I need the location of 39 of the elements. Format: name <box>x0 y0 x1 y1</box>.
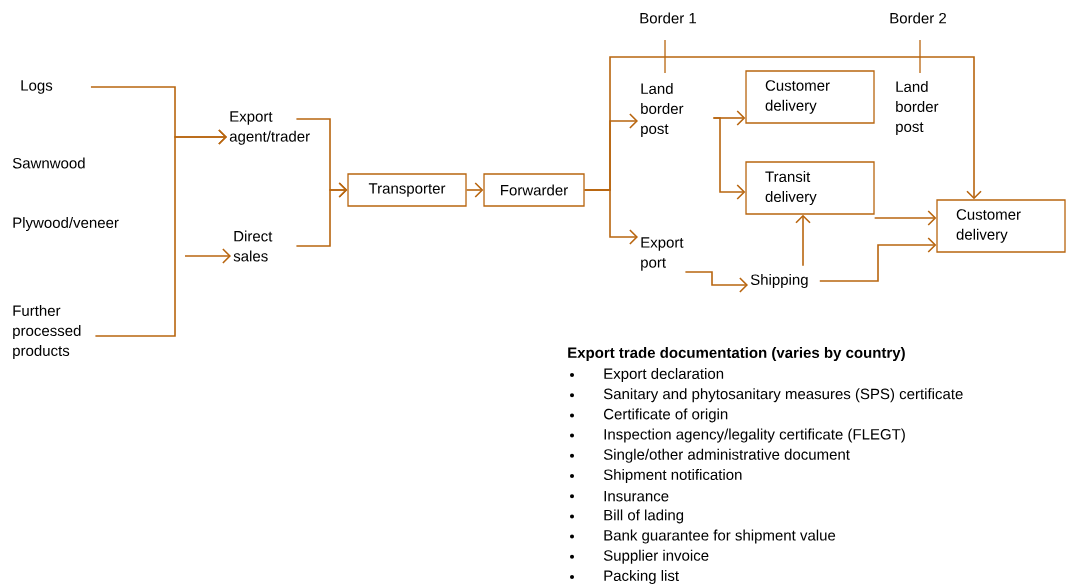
list-item: Single/other administrative document <box>603 448 850 463</box>
arrow <box>684 271 748 293</box>
process-box: Customer delivery <box>936 199 1066 253</box>
process-box: Transit delivery <box>745 161 875 215</box>
list-item: Shipment notification <box>603 469 742 483</box>
flow-label: Export port <box>641 237 684 271</box>
list-item: Bank guarantee for shipment value <box>604 529 836 544</box>
arrow <box>583 56 982 200</box>
flow-label: Land border post <box>896 81 939 135</box>
arrow <box>184 248 231 264</box>
flow-label: Sawnwood <box>12 157 85 169</box>
flow-label: Logs <box>21 80 53 94</box>
flow-label: Further processed products <box>13 305 81 359</box>
list-item: Insurance <box>604 490 669 502</box>
flow-label: Export agent/trader <box>229 111 310 145</box>
arrow <box>795 214 811 267</box>
list-item: Supplier invoice <box>603 549 709 564</box>
list-item: Packing list <box>604 570 679 584</box>
list-item: Certificate of origin <box>604 408 728 423</box>
list-item: Export declaration <box>604 368 724 382</box>
arrow <box>873 210 937 226</box>
process-box: Forwarder <box>483 173 585 207</box>
list-item: Bill of lading <box>604 509 684 524</box>
arrow <box>295 182 348 247</box>
arrow <box>712 117 746 200</box>
process-box: Transporter <box>347 173 467 207</box>
arrow <box>819 237 937 282</box>
list-item: Sanitary and phytosanitary measures (SPS) certificate <box>603 388 963 403</box>
arrow <box>465 182 484 198</box>
border-label: Border 2 <box>890 12 946 24</box>
flow-label: Land border post <box>641 83 684 137</box>
flow-label: Shipping <box>750 274 808 288</box>
list-heading: Export trade documentation (varies by country) <box>568 347 905 361</box>
process-box: Customer delivery <box>745 70 875 124</box>
arrow <box>94 129 227 337</box>
flow-label: Plywood/veneer <box>13 217 119 231</box>
list-item: Inspection agency/legality certificate (FLEGT) <box>604 428 905 443</box>
flow-label: Direct sales <box>233 230 273 262</box>
border-label: Border 1 <box>640 12 696 24</box>
